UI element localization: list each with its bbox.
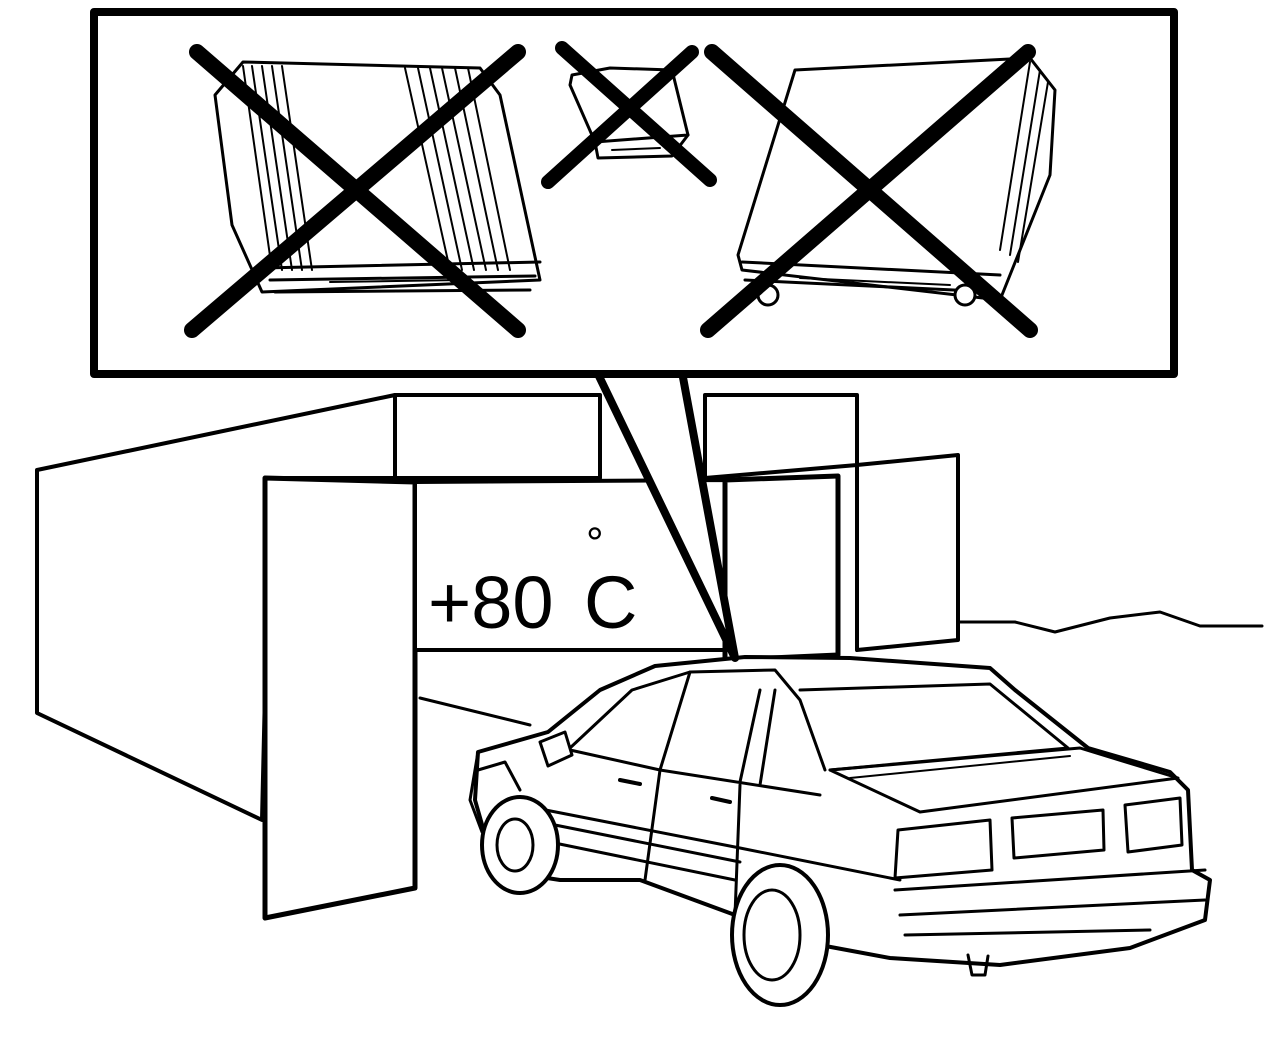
car-roof-line (568, 668, 827, 772)
car-door-handle-front (618, 778, 642, 786)
car-door-gap (643, 768, 742, 917)
callout-box (90, 8, 1178, 378)
car-rear-wheel (730, 863, 830, 1007)
oven-interior-floor (418, 696, 532, 727)
car-rear-bumper (893, 868, 1207, 937)
car-front-fender (468, 750, 522, 834)
car-trunk (828, 746, 1180, 814)
car-license-plate (1010, 808, 1106, 860)
oven-right-wall (855, 453, 960, 652)
oven-temperature-unit: C (584, 561, 637, 644)
oven-back-panel-right (703, 393, 859, 480)
car-trunk-lid-line (849, 755, 1071, 779)
car-front-wheel-hub (495, 817, 535, 873)
car-body (473, 655, 1212, 967)
car-rear-wheel-hub (742, 888, 802, 982)
car (468, 655, 1212, 1007)
paint-oven: +80 ° C (35, 393, 1264, 921)
car-door-handle-rear (710, 796, 732, 804)
oven-left-door (262, 475, 418, 921)
car-exhaust (966, 953, 990, 977)
callout-pointer (593, 368, 739, 662)
x-cross-icon (700, 44, 1038, 338)
ground-line (958, 610, 1264, 634)
oven-back-panel-left (393, 393, 602, 480)
x-cross-icon (184, 44, 526, 338)
car-front-wheel (480, 795, 560, 895)
car-b-pillar (658, 670, 777, 787)
car-tail-light-right (1123, 796, 1184, 854)
car-tail-light-left (893, 818, 994, 880)
x-cross-icon (541, 41, 717, 189)
car-side-mirror (538, 730, 574, 768)
oven-temperature-degree: ° (586, 519, 604, 568)
oven-temperature-value: +80 (428, 561, 554, 644)
oven-right-door (722, 473, 841, 663)
